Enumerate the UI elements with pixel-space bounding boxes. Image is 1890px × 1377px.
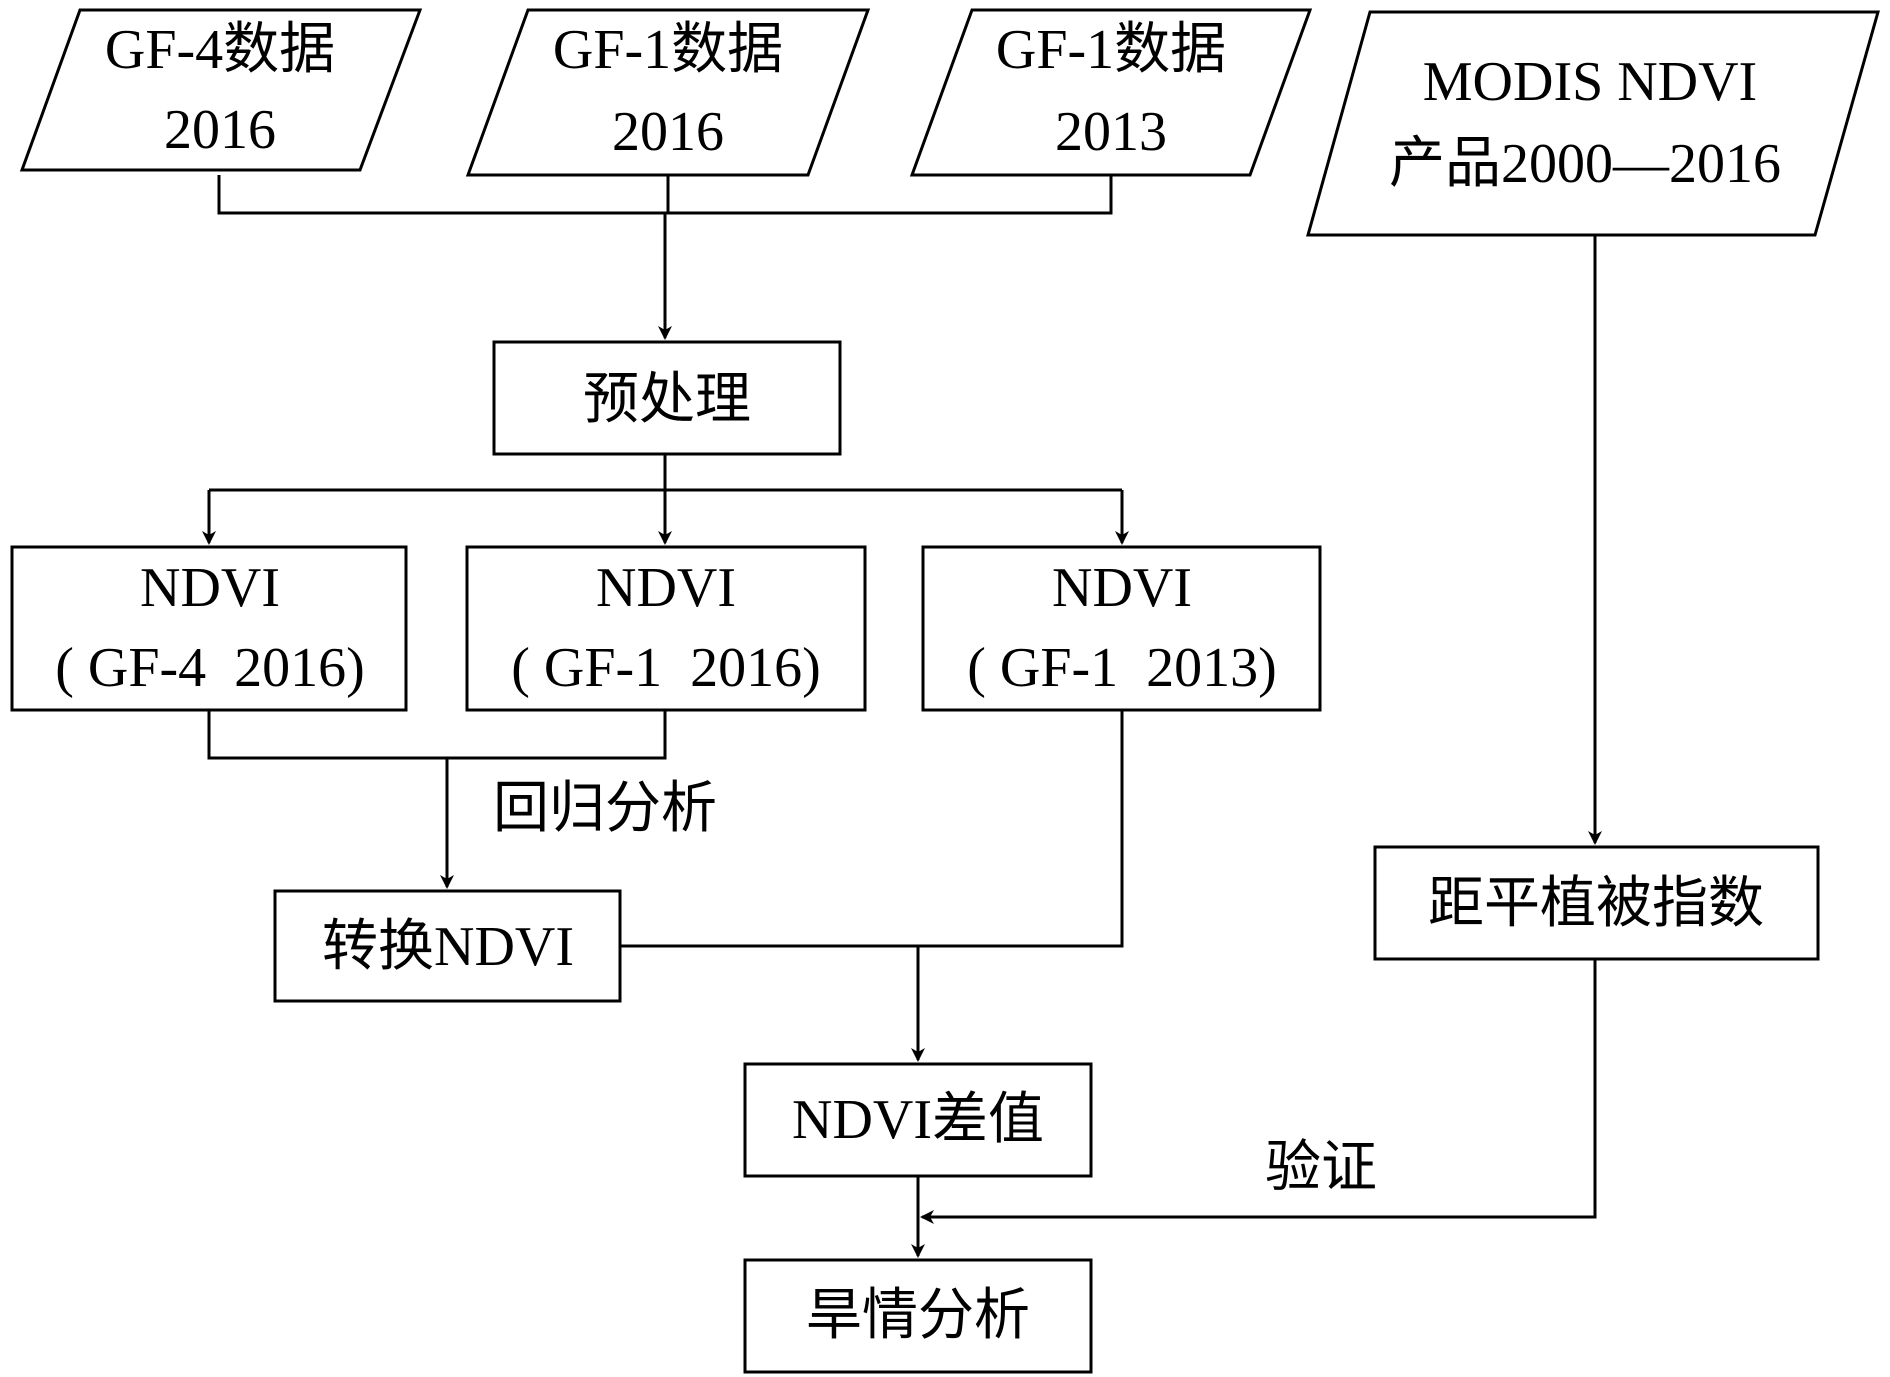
node-ndvi-difference-label: NDVI差值 xyxy=(792,1089,1044,1151)
node-ndvi-gf1-2013: NDVI ( GF-1 2013) xyxy=(921,545,1322,712)
node-converted-ndvi: 转换NDVI xyxy=(273,889,622,1003)
node-gf1-data-2013-line1: GF-1数据 xyxy=(996,19,1226,81)
node-modis-ndvi-product-line2: 产品2000—2016 xyxy=(1389,133,1781,195)
edge-convert-and-gf1-2013-merge xyxy=(620,710,1124,948)
node-converted-ndvi-label: 转换NDVI xyxy=(322,916,574,978)
node-ndvi-gf1-2016-line2: ( GF-1 2016) xyxy=(511,637,821,699)
node-ndvi-gf1-2016: NDVI ( GF-1 2016) xyxy=(465,545,867,712)
node-anomaly-vegetation-index-label: 距平植被指数 xyxy=(1428,873,1764,935)
node-ndvi-difference: NDVI差值 xyxy=(743,1062,1093,1178)
edge-anomaly-validation xyxy=(920,959,1597,1224)
node-gf1-data-2016-line1: GF-1数据 xyxy=(553,19,783,81)
node-modis-ndvi-product-line1: MODIS NDVI xyxy=(1423,51,1757,113)
node-modis-ndvi-product: MODIS NDVI 产品2000—2016 xyxy=(1306,10,1880,237)
edge-regression-merge xyxy=(207,710,667,760)
node-ndvi-gf4-2016-line1: NDVI xyxy=(140,557,280,619)
node-ndvi-gf1-2013-line1: NDVI xyxy=(1052,557,1192,619)
edge-label-regression: 回归分析 xyxy=(493,778,717,840)
node-preprocessing-label: 预处理 xyxy=(583,369,751,431)
node-ndvi-gf4-2016-line2: ( GF-4 2016) xyxy=(55,637,365,699)
node-ndvi-gf1-2013-line2: ( GF-1 2013) xyxy=(967,637,1277,699)
node-gf4-data-2016: GF-4数据 2016 xyxy=(19,8,423,172)
node-gf4-data-2016-line1: GF-4数据 xyxy=(105,19,335,81)
node-drought-analysis-label: 旱情分析 xyxy=(806,1285,1030,1347)
node-gf1-data-2013-line2: 2013 xyxy=(1055,101,1167,163)
node-gf1-data-2013: GF-1数据 2013 xyxy=(909,8,1313,177)
node-gf4-data-2016-line2: 2016 xyxy=(164,99,276,161)
node-ndvi-gf4-2016: NDVI ( GF-4 2016) xyxy=(10,545,408,712)
node-gf1-data-2016-line2: 2016 xyxy=(612,101,724,163)
edge-inputs-merge xyxy=(217,175,1113,215)
node-drought-analysis: 旱情分析 xyxy=(743,1258,1093,1374)
node-preprocessing: 预处理 xyxy=(492,340,842,456)
node-anomaly-vegetation-index: 距平植被指数 xyxy=(1373,845,1820,961)
node-gf1-data-2016: GF-1数据 2016 xyxy=(465,8,871,177)
node-ndvi-gf1-2016-line1: NDVI xyxy=(596,557,736,619)
edge-label-validation: 验证 xyxy=(1265,1137,1377,1199)
